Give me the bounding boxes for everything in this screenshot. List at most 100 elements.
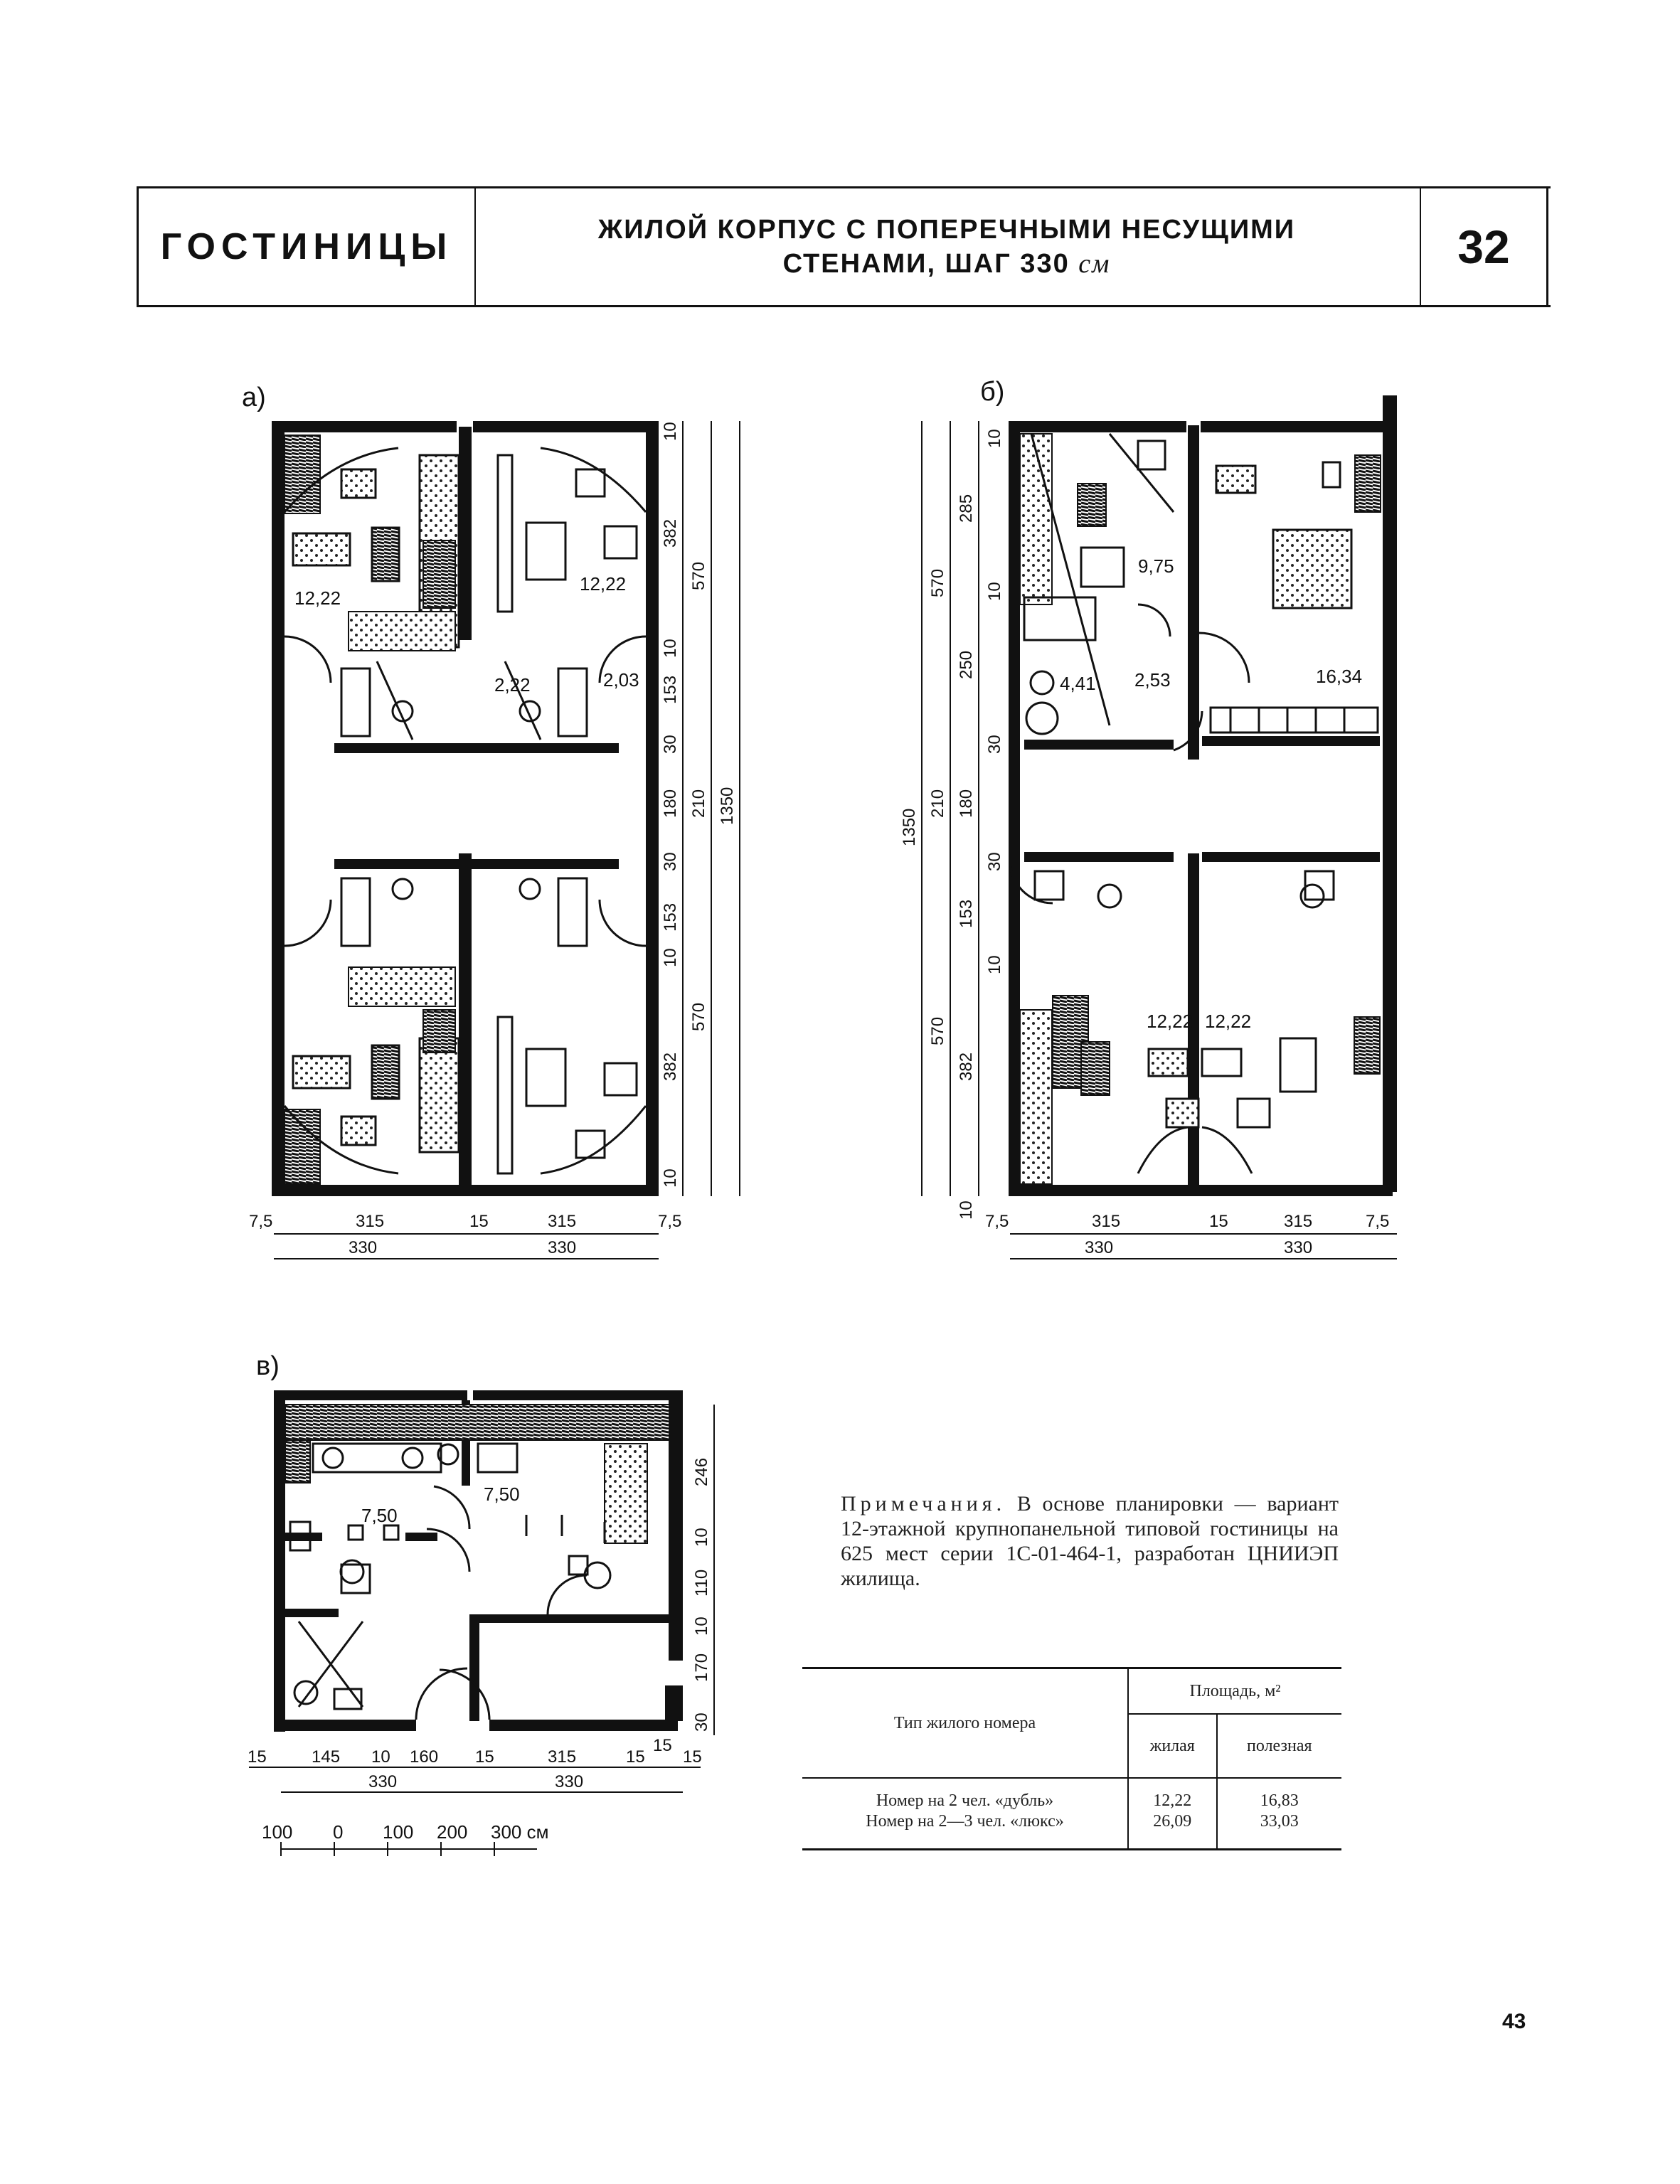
svg-text:382: 382 (661, 519, 680, 548)
svg-text:15: 15 (653, 1736, 672, 1755)
svg-text:1350: 1350 (718, 787, 737, 825)
svg-text:15: 15 (626, 1747, 645, 1767)
plan-a-furniture (283, 447, 647, 1175)
scale-bar: 100 0 100 200 300 см (262, 1821, 548, 1843)
svg-text:15: 15 (1209, 1212, 1228, 1231)
svg-text:10: 10 (371, 1747, 390, 1767)
plan-c-label: в) (256, 1351, 280, 1381)
title-cell: ЖИЛОЙ КОРПУС С ПОПЕРЕЧНЫМИ НЕСУЩИМИ СТЕН… (474, 188, 1421, 305)
note-paragraph: Примечания. В основе планировки — вариан… (841, 1491, 1339, 1591)
table-row: Номер на 2 чел. «дубль» 12,22 16,83 (802, 1778, 1341, 1811)
svg-text:30: 30 (661, 852, 680, 871)
plan-b: 9,75 4,41 2,53 16,34 12,22 12,22 10 285 … (900, 395, 1397, 1259)
svg-text:250: 250 (957, 651, 976, 679)
svg-text:570: 570 (689, 1003, 708, 1031)
svg-text:7,5: 7,5 (1366, 1212, 1389, 1231)
plan-c-dim-labels: 246 10 110 10 170 30 15 145 10 160 15 31… (248, 1458, 711, 1791)
room-area: 2,03 (603, 669, 639, 691)
svg-text:10: 10 (985, 582, 1004, 601)
svg-text:10: 10 (661, 1168, 680, 1188)
svg-text:210: 210 (689, 789, 708, 818)
svg-text:7,5: 7,5 (985, 1212, 1009, 1231)
page-header: ГОСТИНИЦЫ ЖИЛОЙ КОРПУС С ПОПЕРЕЧНЫМИ НЕС… (137, 186, 1551, 307)
svg-text:246: 246 (692, 1458, 711, 1486)
room-area: 2,22 (494, 674, 531, 696)
svg-text:300 см: 300 см (491, 1821, 548, 1843)
svg-text:160: 160 (410, 1747, 438, 1767)
svg-text:15: 15 (469, 1212, 489, 1231)
svg-text:315: 315 (1284, 1212, 1312, 1231)
page-number: 43 (1502, 2010, 1526, 2033)
svg-text:100: 100 (262, 1821, 292, 1843)
svg-text:180: 180 (661, 789, 680, 818)
svg-text:315: 315 (1092, 1212, 1120, 1231)
room-area: 9,75 (1138, 555, 1174, 577)
room-area: 12,22 (1147, 1011, 1193, 1032)
svg-text:382: 382 (661, 1053, 680, 1081)
svg-text:285: 285 (957, 494, 976, 523)
room-area: 7,50 (361, 1505, 398, 1526)
plan-b-dim-labels: 10 285 570 10 250 30 1350 210 180 30 153… (900, 429, 1389, 1257)
svg-text:180: 180 (957, 789, 976, 818)
svg-text:145: 145 (312, 1747, 340, 1767)
svg-text:330: 330 (368, 1772, 397, 1791)
plan-c-dimensions (249, 1405, 715, 1856)
plan-b-walls (1009, 395, 1397, 1196)
room-area: 12,22 (1205, 1011, 1251, 1032)
svg-text:382: 382 (957, 1053, 976, 1081)
svg-text:30: 30 (692, 1712, 711, 1732)
svg-text:315: 315 (548, 1212, 576, 1231)
svg-text:330: 330 (1085, 1238, 1113, 1257)
svg-text:110: 110 (692, 1570, 711, 1597)
svg-text:10: 10 (957, 1200, 976, 1220)
svg-text:0: 0 (333, 1821, 343, 1843)
svg-text:10: 10 (692, 1528, 711, 1547)
plan-a-dim-labels: 10 382 570 10 153 30 180 210 1350 30 153… (249, 422, 737, 1257)
room-area: 12,22 (294, 587, 341, 609)
svg-text:330: 330 (555, 1772, 583, 1791)
svg-text:570: 570 (928, 1017, 947, 1045)
svg-text:1350: 1350 (900, 809, 919, 846)
note-lead: Примечания. (841, 1492, 1006, 1516)
svg-text:200: 200 (437, 1821, 467, 1843)
svg-text:10: 10 (661, 639, 680, 658)
table-header-useful: полезная (1216, 1714, 1341, 1779)
table-row: Номер на 2—3 чел. «люкс» 26,09 33,03 (802, 1811, 1341, 1850)
svg-text:210: 210 (928, 789, 947, 818)
note-text: В основе планировки — вариант 12-этажной… (841, 1492, 1339, 1590)
svg-text:30: 30 (661, 735, 680, 754)
room-area: 2,53 (1134, 669, 1171, 691)
plan-a-label: а) (242, 383, 266, 412)
plan-b-label: б) (980, 377, 1005, 407)
svg-text:10: 10 (692, 1616, 711, 1636)
plan-a-areas: 12,22 12,22 2,22 2,03 (294, 573, 639, 696)
plan-c-fills (285, 1404, 670, 1544)
svg-text:100: 100 (383, 1821, 413, 1843)
plan-a-dimensions (274, 421, 740, 1259)
sheet-number: 32 (1457, 220, 1510, 273)
svg-text:7,5: 7,5 (249, 1212, 272, 1231)
svg-text:15: 15 (248, 1747, 267, 1767)
room-area: 4,41 (1060, 673, 1096, 694)
room-area: 16,34 (1316, 666, 1362, 687)
table-header-area: Площадь, м² (1128, 1668, 1341, 1715)
table-header-living: жилая (1128, 1714, 1218, 1779)
plan-b-areas: 9,75 4,41 2,53 16,34 12,22 12,22 (1060, 555, 1362, 1032)
plan-a: 12,22 12,22 2,22 2,03 10 382 570 10 153 … (249, 421, 740, 1259)
plan-c-areas: 7,50 7,50 (361, 1483, 520, 1526)
plan-b-furniture (1009, 433, 1379, 1174)
svg-text:15: 15 (683, 1747, 702, 1767)
svg-text:10: 10 (661, 948, 680, 967)
svg-text:330: 330 (548, 1238, 576, 1257)
section-title: ГОСТИНИЦЫ (160, 226, 453, 267)
svg-text:15: 15 (475, 1747, 494, 1767)
plan-c: 7,50 7,50 246 10 110 10 170 30 15 145 10… (248, 1390, 715, 1856)
svg-text:315: 315 (356, 1212, 384, 1231)
svg-text:315: 315 (548, 1747, 576, 1767)
sheet-number-cell: 32 (1421, 188, 1548, 305)
room-area: 12,22 (580, 573, 626, 595)
svg-text:570: 570 (689, 562, 708, 590)
svg-text:153: 153 (957, 900, 976, 928)
room-area: 7,50 (484, 1483, 520, 1505)
